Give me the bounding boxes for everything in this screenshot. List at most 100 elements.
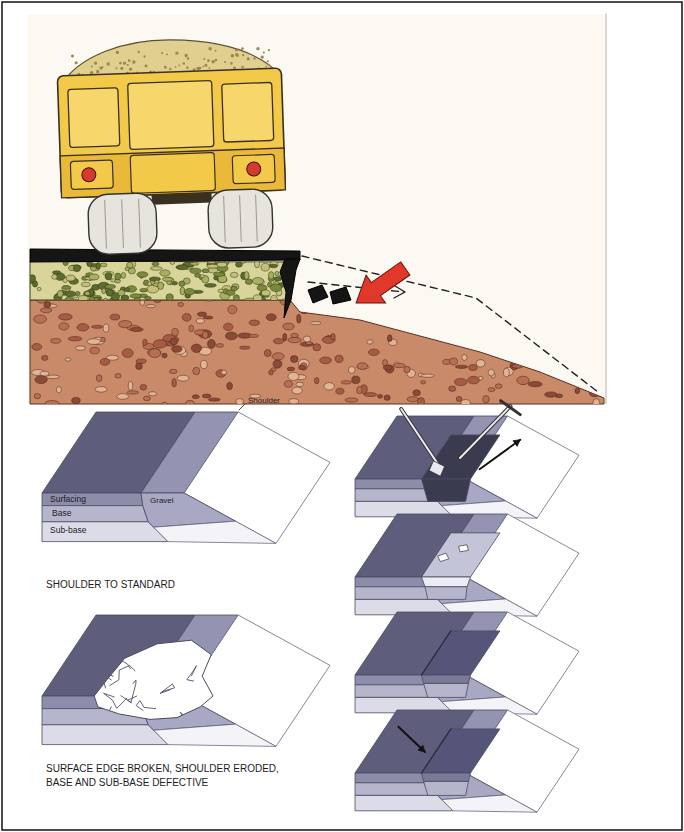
- pebble: [495, 384, 502, 389]
- pebble: [228, 305, 237, 313]
- broken-edge-piece: [280, 259, 300, 318]
- pebble: [483, 396, 490, 403]
- pebble: [40, 371, 49, 376]
- pebble: [231, 286, 237, 291]
- pebble: [488, 388, 495, 392]
- repair-step-excavate: [355, 401, 579, 519]
- pebble: [453, 320, 464, 328]
- pebble: [240, 346, 250, 349]
- shovel-handle: [401, 409, 437, 464]
- pebble: [124, 288, 129, 292]
- crack-line: [131, 680, 136, 702]
- pebble: [207, 339, 215, 348]
- embankment-front: [442, 795, 537, 812]
- pebble: [127, 391, 139, 394]
- pebble: [456, 396, 462, 401]
- shoulder-standard-diagram: [42, 412, 330, 543]
- sand-grain: [263, 51, 265, 53]
- base-layer: [30, 261, 291, 300]
- pebble: [264, 349, 271, 356]
- pebble: [125, 267, 129, 270]
- sand-grain: [164, 66, 167, 69]
- pebble: [103, 298, 108, 303]
- pebble: [387, 335, 392, 342]
- pebble: [81, 282, 90, 286]
- embankment-front: [154, 724, 276, 746]
- sand-grain: [231, 54, 235, 58]
- pebble: [90, 288, 94, 296]
- pick-handle-outline: [460, 406, 510, 458]
- pebble: [162, 277, 173, 281]
- direction-arrow-shaft: [480, 440, 521, 469]
- pebble: [561, 337, 572, 343]
- truck-lower-panel: [130, 152, 215, 193]
- pebble: [190, 268, 202, 273]
- pebble: [96, 375, 102, 382]
- pebble: [545, 392, 557, 397]
- crack-line: [95, 677, 111, 689]
- pebble: [208, 398, 220, 401]
- pick-head: [501, 401, 521, 415]
- pebble: [575, 388, 580, 394]
- pebble: [261, 290, 270, 296]
- pebble: [296, 382, 303, 386]
- pebble: [297, 314, 301, 323]
- pebble: [461, 400, 470, 407]
- sand-grain: [129, 67, 133, 71]
- pebble: [335, 355, 343, 362]
- pebble: [32, 281, 37, 287]
- pebble: [149, 349, 161, 358]
- pebble: [352, 376, 360, 384]
- pebble: [528, 381, 542, 386]
- pebble: [195, 274, 201, 278]
- pebble: [236, 399, 244, 405]
- pebble: [117, 394, 129, 400]
- pebble: [90, 347, 99, 354]
- crack-line: [104, 693, 127, 708]
- sand-grain: [106, 62, 109, 65]
- patch-base-front: [424, 781, 469, 795]
- sand-grain: [99, 66, 102, 69]
- pebble: [37, 287, 41, 290]
- pebble: [383, 365, 391, 370]
- sub-base-front: [42, 725, 168, 745]
- pebble: [162, 402, 167, 405]
- truck-wheel: [88, 193, 158, 255]
- pebble: [320, 357, 332, 364]
- sand-grain: [182, 62, 185, 65]
- pebble: [345, 398, 358, 402]
- surfacing-front: [42, 493, 143, 506]
- excavation-front: [422, 479, 471, 501]
- pebble: [490, 295, 495, 303]
- panel-edge: [606, 14, 607, 404]
- pebble: [216, 344, 224, 348]
- pebble: [149, 277, 160, 281]
- pebble: [169, 369, 177, 373]
- fallen-chunk: [330, 287, 351, 304]
- pebble: [566, 299, 571, 305]
- pebble: [288, 337, 302, 342]
- truck-axle: [152, 193, 212, 205]
- pebble: [145, 297, 152, 300]
- sand-grain: [161, 52, 163, 54]
- pebble: [245, 279, 252, 285]
- sand-grain: [120, 67, 123, 70]
- pebble: [593, 365, 599, 370]
- sand-grain: [101, 66, 103, 68]
- pebble: [421, 374, 434, 377]
- pebble: [488, 369, 494, 376]
- pebble: [32, 344, 42, 351]
- pebble: [115, 273, 121, 280]
- pebble: [290, 356, 298, 363]
- pebble: [227, 382, 233, 389]
- pebble: [331, 334, 335, 340]
- pebble: [44, 302, 51, 308]
- pebble: [289, 399, 299, 404]
- sand-grain: [208, 47, 212, 51]
- pebble: [512, 364, 523, 368]
- pebble: [449, 328, 454, 334]
- crack-line: [180, 712, 199, 720]
- pebble: [89, 296, 94, 301]
- pebble: [291, 333, 298, 337]
- sand-grain: [256, 47, 260, 51]
